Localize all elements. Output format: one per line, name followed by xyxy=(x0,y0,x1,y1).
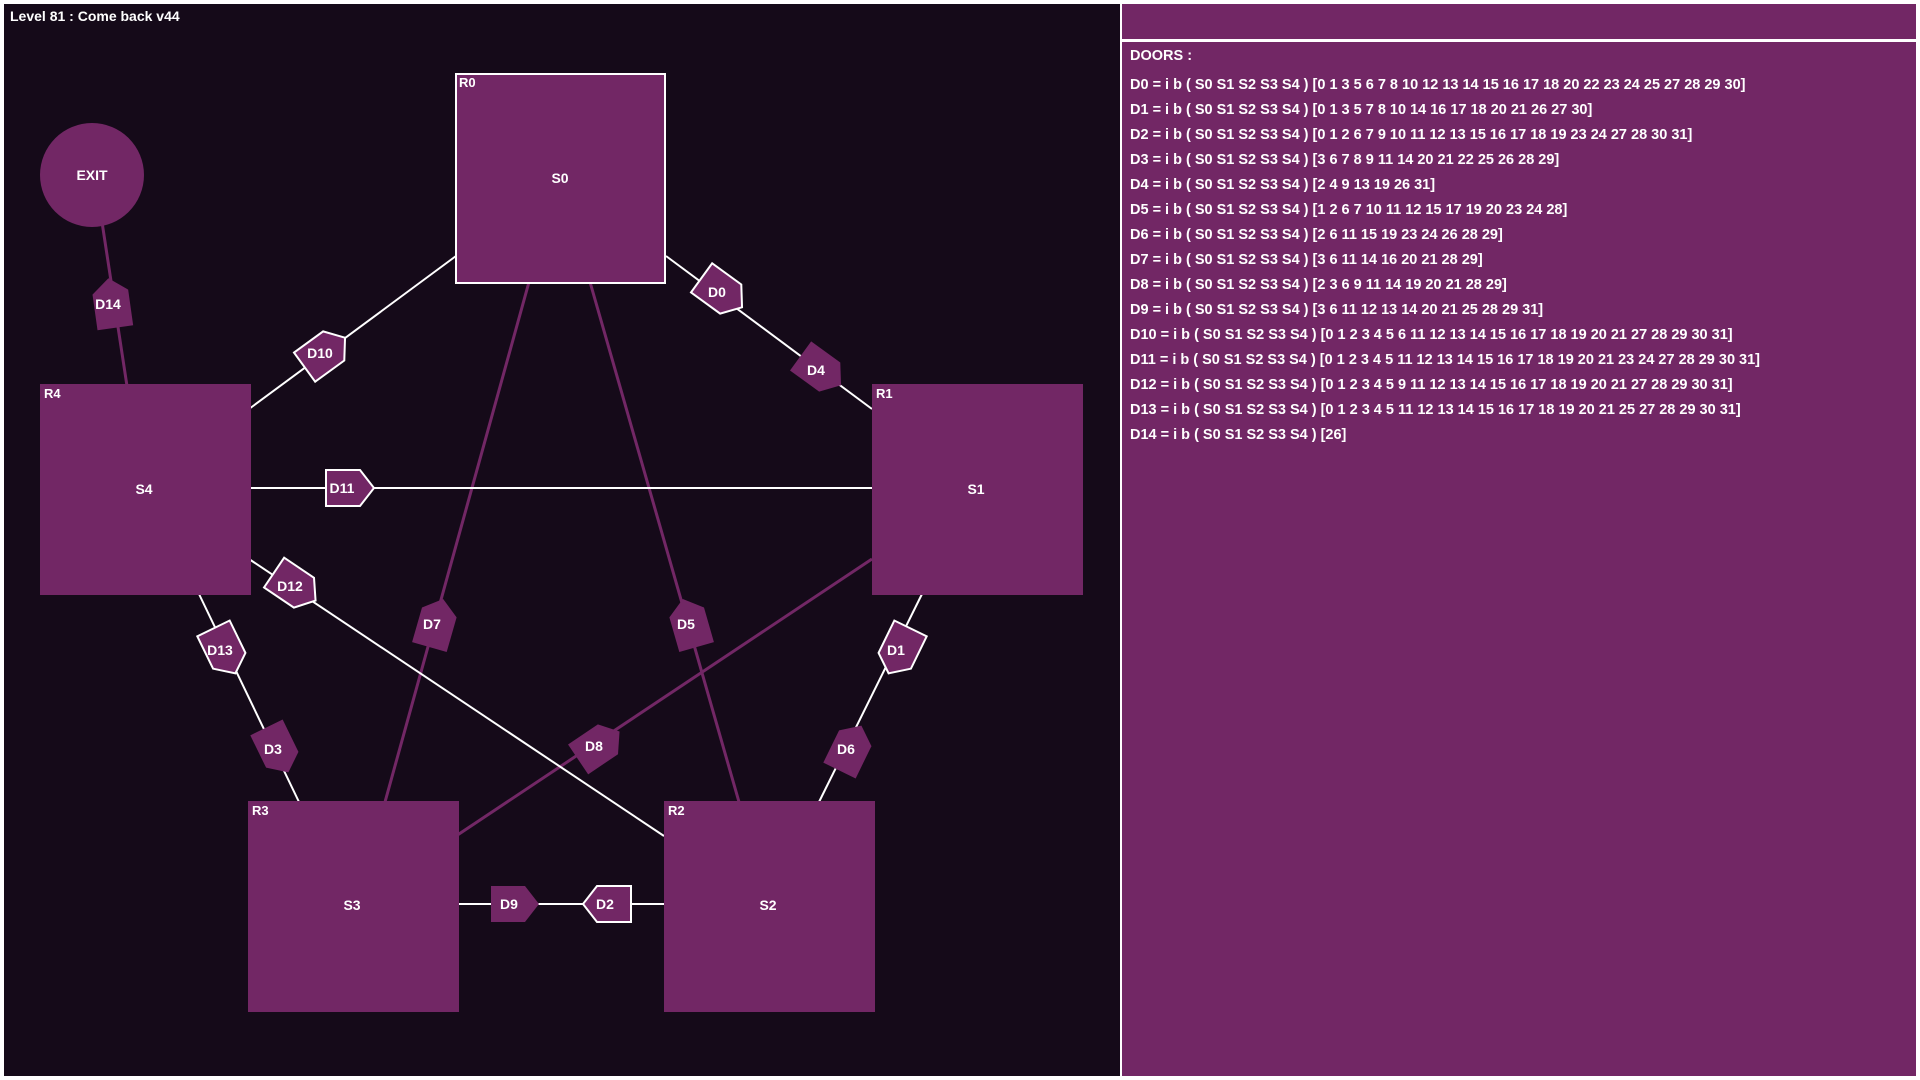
door-entry-d14: D14 = i b ( S0 S1 S2 S3 S4 ) [26] xyxy=(1130,427,1347,443)
door-d3[interactable]: D3 xyxy=(250,719,304,781)
door-entry-d5: D5 = i b ( S0 S1 S2 S3 S4 ) [1 2 6 7 10 … xyxy=(1130,202,1568,218)
room-r1[interactable]: R1 S1 xyxy=(872,384,1083,595)
room-r1-id: R1 xyxy=(876,386,893,401)
door-d12-label: D12 xyxy=(277,578,303,594)
exit-node[interactable] xyxy=(40,123,144,227)
room-r0[interactable]: R0 S0 xyxy=(455,73,666,284)
doors-panel: DOORS : D0 = i b ( S0 S1 S2 S3 S4 ) [0 1… xyxy=(1122,42,1916,1076)
link-r0-r2 xyxy=(588,281,741,803)
door-d13[interactable]: D13 xyxy=(195,619,252,682)
room-r3[interactable]: R3 S3 xyxy=(248,801,459,1012)
door-entry-d3: D3 = i b ( S0 S1 S2 S3 S4 ) [3 6 7 8 9 1… xyxy=(1130,152,1560,168)
room-r2-id: R2 xyxy=(668,803,685,818)
door-entry-d10: D10 = i b ( S0 S1 S2 S3 S4 ) [0 1 2 3 4 … xyxy=(1130,327,1733,343)
door-d10[interactable]: D10 xyxy=(292,323,356,384)
room-r0-id: R0 xyxy=(459,75,476,90)
link-r0-r3 xyxy=(383,281,531,803)
door-d2[interactable]: D2 xyxy=(581,885,632,923)
door-d10-label: D10 xyxy=(307,345,333,361)
room-r4-id: R4 xyxy=(44,386,61,401)
door-d12[interactable]: D12 xyxy=(262,556,326,616)
door-d14[interactable]: D14 xyxy=(91,276,134,331)
room-r2-label: S2 xyxy=(759,897,776,913)
door-entry-d7: D7 = i b ( S0 S1 S2 S3 S4 ) [3 6 11 14 1… xyxy=(1130,252,1483,268)
link-r0-r4 xyxy=(248,255,457,410)
door-d3-label: D3 xyxy=(264,741,282,757)
door-d6[interactable]: D6 xyxy=(823,718,877,779)
door-d1[interactable]: D1 xyxy=(872,619,929,682)
panel-top-bar xyxy=(1122,4,1916,39)
door-d11-label: D11 xyxy=(330,480,355,496)
door-entry-d9: D9 = i b ( S0 S1 S2 S3 S4 ) [3 6 11 12 1… xyxy=(1130,302,1544,318)
exit-label: EXIT xyxy=(76,167,108,183)
door-d7[interactable]: D7 xyxy=(412,594,460,653)
door-entry-d13: D13 = i b ( S0 S1 S2 S3 S4 ) [0 1 2 3 4 … xyxy=(1130,402,1741,418)
link-r1-r2 xyxy=(818,593,923,803)
door-d11[interactable]: D11 xyxy=(325,469,376,507)
door-d9[interactable]: D9 xyxy=(491,886,539,922)
level-map: EXIT R0 S0 R1 S1 R2 S2 R3 S3 R4 S4 xyxy=(40,73,1083,1012)
door-d7-label: D7 xyxy=(423,616,441,632)
door-d0[interactable]: D0 xyxy=(689,261,753,322)
door-d9-label: D9 xyxy=(500,896,518,912)
door-d4-label: D4 xyxy=(807,362,825,378)
door-d2-label: D2 xyxy=(596,896,614,912)
door-d5[interactable]: D5 xyxy=(666,594,714,653)
door-d5-label: D5 xyxy=(677,616,695,632)
link-r1-r3 xyxy=(455,557,873,838)
door-entry-d11: D11 = i b ( S0 S1 S2 S3 S4 ) [0 1 2 3 4 … xyxy=(1130,352,1761,368)
room-r0-label: S0 xyxy=(551,170,568,186)
door-entry-d8: D8 = i b ( S0 S1 S2 S3 S4 ) [2 3 6 9 11 … xyxy=(1130,277,1507,293)
door-d8[interactable]: D8 xyxy=(568,717,630,775)
doors-header: DOORS : xyxy=(1130,48,1193,64)
door-d4[interactable]: D4 xyxy=(790,341,852,400)
room-r4-label: S4 xyxy=(135,481,152,497)
door-d14-label: D14 xyxy=(95,296,121,312)
room-r1-label: S1 xyxy=(967,481,984,497)
door-entry-d2: D2 = i b ( S0 S1 S2 S3 S4 ) [0 1 2 6 7 9… xyxy=(1130,127,1693,143)
door-d6-label: D6 xyxy=(837,741,855,757)
room-r2[interactable]: R2 S2 xyxy=(664,801,875,1012)
link-r4-r2 xyxy=(248,558,665,837)
link-r0-r1 xyxy=(665,255,873,410)
door-d13-label: D13 xyxy=(207,642,233,658)
door-d0-label: D0 xyxy=(708,284,726,300)
level-title: Level 81 : Come back v44 xyxy=(10,8,180,24)
door-entry-d12: D12 = i b ( S0 S1 S2 S3 S4 ) [0 1 2 3 4 … xyxy=(1130,377,1733,393)
room-r3-id: R3 xyxy=(252,803,269,818)
door-entry-d4: D4 = i b ( S0 S1 S2 S3 S4 ) [2 4 9 13 19… xyxy=(1130,177,1436,193)
door-entry-d0: D0 = i b ( S0 S1 S2 S3 S4 ) [0 1 3 5 6 7… xyxy=(1130,77,1746,93)
door-d1-label: D1 xyxy=(887,642,905,658)
room-r3-label: S3 xyxy=(343,897,360,913)
door-entry-d6: D6 = i b ( S0 S1 S2 S3 S4 ) [2 6 11 15 1… xyxy=(1130,227,1503,243)
door-d8-label: D8 xyxy=(585,738,603,754)
door-list: D0 = i b ( S0 S1 S2 S3 S4 ) [0 1 3 5 6 7… xyxy=(1130,73,1760,448)
game-board: EXIT R0 S0 R1 S1 R2 S2 R3 S3 R4 S4 xyxy=(4,4,1120,1076)
door-entry-d1: D1 = i b ( S0 S1 S2 S3 S4 ) [0 1 3 5 7 8… xyxy=(1130,102,1593,118)
room-r4[interactable]: R4 S4 xyxy=(40,384,251,595)
